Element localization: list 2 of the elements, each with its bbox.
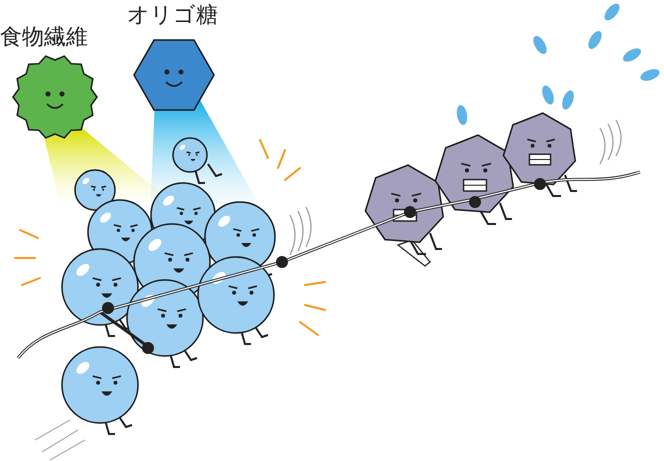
node-label: 食物繊維 xyxy=(0,24,88,52)
node-label: オリゴ糖 xyxy=(127,2,218,30)
